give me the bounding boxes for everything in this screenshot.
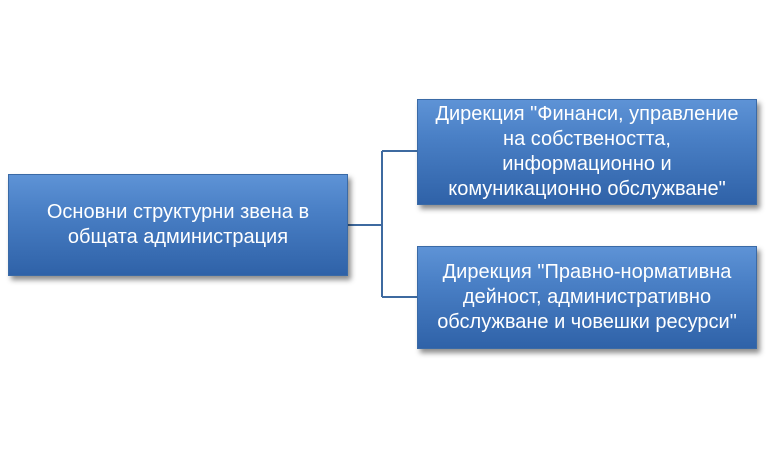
root-node: Основни структурни звена в общата админи… bbox=[8, 174, 348, 276]
child-node-legal-directorate: Дирекция "Правно-нормативна дейност, адм… bbox=[417, 246, 757, 349]
child-node-legal-label: Дирекция "Правно-нормативна дейност, адм… bbox=[437, 261, 737, 333]
root-node-label: Основни структурни звена в общата админи… bbox=[46, 201, 310, 248]
child-node-finance-label: Дирекция "Финанси, управление на собстве… bbox=[435, 103, 739, 200]
child-node-finance-directorate: Дирекция "Финанси, управление на собстве… bbox=[417, 99, 757, 205]
